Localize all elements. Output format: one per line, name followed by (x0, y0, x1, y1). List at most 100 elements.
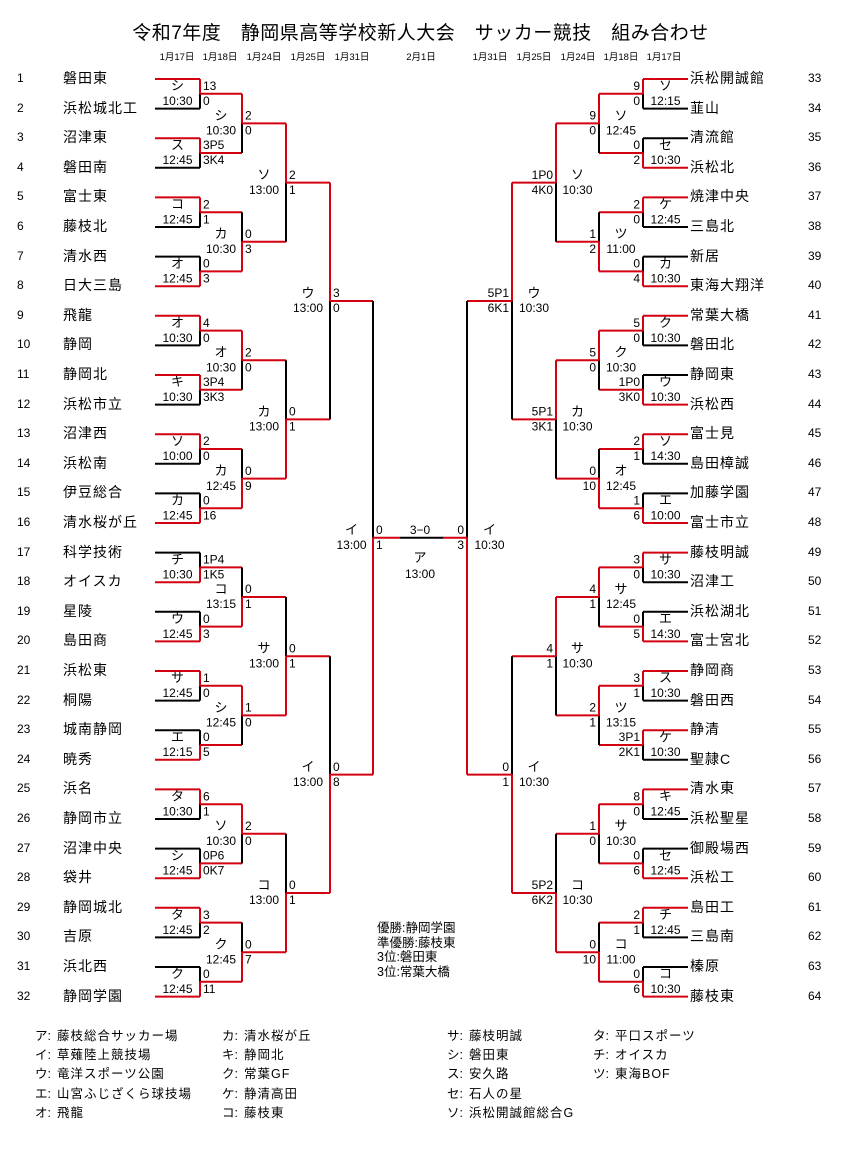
team-name: 科学技術 (63, 543, 123, 560)
team-number: 20 (17, 633, 31, 648)
score-bottom: 3 (245, 242, 252, 256)
team-number: 25 (17, 781, 31, 796)
venue-legend-item: キ:静岡北 (222, 1046, 285, 1064)
team-name: 島田工 (690, 898, 735, 915)
team-number: 49 (808, 544, 822, 559)
match-venue: ウ (659, 374, 672, 389)
score-top: 2 (633, 434, 640, 448)
venue-code: チ: (593, 1048, 609, 1063)
match-time: 10:30 (562, 183, 592, 197)
team-name: 静岡商 (690, 662, 735, 678)
team-number: 8 (17, 278, 24, 293)
venue-name: 山宮ふじざくら球技場 (57, 1086, 193, 1101)
match-venue: カ (214, 226, 227, 241)
match-venue: セ (659, 848, 672, 863)
team-number: 34 (808, 100, 822, 115)
score-bottom: 1 (289, 656, 296, 670)
team-name: 富士東 (63, 188, 108, 205)
score-top: 5P1 (532, 405, 554, 419)
match-venue: コ (257, 877, 270, 892)
team-number: 48 (808, 515, 822, 529)
match-venue: サ (171, 670, 184, 685)
match-venue: シ (171, 78, 184, 93)
match-venue: ソ (257, 167, 270, 182)
score-bottom: 0 (633, 568, 640, 582)
match-venue: ツ (614, 226, 627, 241)
match-time: 13:00 (336, 538, 366, 552)
match-venue: ツ (614, 700, 627, 715)
team-name: 清水東 (690, 780, 735, 797)
match-venue: ソ (659, 78, 672, 93)
match-time: 10:30 (206, 124, 236, 138)
final-date: 2月1日 (406, 52, 436, 63)
venue-legend-item: オ:飛龍 (35, 1104, 84, 1122)
team-name: 磐田西 (690, 691, 735, 708)
score-top: 0 (203, 967, 210, 981)
match-time: 13:00 (249, 893, 279, 907)
team-number: 19 (17, 603, 31, 618)
team-number: 64 (808, 988, 822, 1003)
team-name: 静岡 (63, 336, 93, 353)
score-top: 0 (245, 227, 252, 241)
team-number: 37 (808, 189, 822, 204)
team-number: 42 (808, 337, 822, 352)
team-number: 43 (808, 367, 822, 381)
score-top: 4 (546, 641, 553, 655)
match-time: 12:45 (162, 508, 192, 522)
match-venue: ウ (171, 611, 184, 626)
venue-legend-item: サ: 藤枝明誠 (447, 1027, 523, 1045)
score-bottom: 1 (502, 775, 509, 789)
team-name: 島田樟誠 (690, 454, 750, 471)
match-time: 10:30 (650, 686, 680, 700)
venue-legend-item: ク:常葉GF (222, 1065, 290, 1083)
score-top: 3 (333, 286, 340, 300)
venue-code: サ: (447, 1029, 463, 1043)
result-third: 3位:磐田東 (377, 950, 438, 964)
team-number: 26 (17, 811, 31, 825)
venue-name: 静清高田 (244, 1086, 299, 1101)
final-venue: ア (413, 550, 426, 565)
team-name: 藤枝東 (690, 987, 735, 1004)
match-time: 10:30 (650, 568, 680, 582)
score-top: 0 (203, 730, 210, 744)
match-time: 14:30 (650, 449, 680, 463)
match-venue: エ (659, 611, 672, 626)
team-name: 浜松北 (690, 158, 735, 175)
score-top: 0 (376, 523, 383, 537)
team-name: 清流館 (690, 129, 735, 146)
match-time: 12:15 (162, 745, 192, 759)
match-venue: チ (659, 907, 672, 922)
match-time: 11:00 (606, 242, 635, 256)
score-bottom: 0 (245, 124, 252, 138)
round-date: 1月17日 (159, 52, 195, 63)
score-bottom: 3 (203, 627, 210, 641)
team-name: 飛龍 (63, 306, 93, 323)
score-top: 1 (589, 227, 596, 241)
score-bottom: 0 (633, 804, 640, 818)
team-name: 伊豆総合 (63, 484, 123, 501)
match-time: 13:00 (249, 420, 279, 434)
match-venue: ケ (659, 197, 672, 212)
team-name: 浜松湖北 (690, 602, 750, 619)
venue-legend-item: ケ:静清高田 (222, 1085, 298, 1103)
score-bottom: 0K7 (203, 864, 225, 878)
team-number: 63 (808, 959, 822, 973)
team-name: 沼津中央 (63, 839, 123, 856)
match-time: 12:45 (206, 479, 236, 493)
match-time: 10:30 (562, 893, 592, 907)
team-number: 16 (17, 515, 31, 529)
team-number: 2 (17, 100, 24, 115)
team-number: 38 (808, 219, 822, 233)
team-name: 藤枝北 (63, 218, 108, 234)
team-number: 46 (808, 455, 822, 470)
team-number: 18 (17, 574, 31, 589)
match-time: 12:45 (650, 212, 680, 226)
team-name: 藤枝明誠 (690, 543, 750, 560)
score-top: 3P5 (203, 138, 225, 152)
round-date: 1月17日 (646, 52, 682, 63)
score-top: 0 (589, 937, 596, 951)
score-bottom: 9 (245, 479, 252, 493)
team-number: 15 (17, 485, 31, 500)
team-name: 清水西 (63, 247, 108, 264)
venue-name: 藤枝明誠 (469, 1029, 524, 1043)
